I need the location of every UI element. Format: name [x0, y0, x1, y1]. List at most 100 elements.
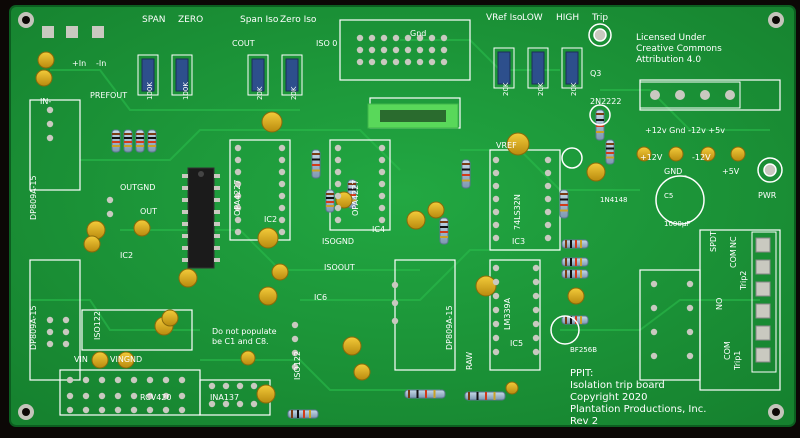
pad — [368, 58, 376, 66]
pad — [291, 349, 299, 357]
pad — [650, 328, 658, 336]
ic-pin — [182, 174, 188, 178]
relay-pad — [755, 303, 771, 319]
ic-dip — [182, 167, 220, 269]
pad — [544, 182, 552, 190]
capacitor — [353, 363, 371, 381]
pad — [146, 392, 154, 400]
label-p5v: +5V — [722, 167, 740, 176]
pad — [278, 144, 286, 152]
pad — [46, 134, 54, 142]
pad — [178, 406, 186, 414]
terminal-pad — [66, 26, 78, 38]
pad — [404, 34, 412, 42]
pad — [250, 382, 258, 390]
trimpot-body — [285, 58, 299, 92]
pad — [114, 376, 122, 384]
round-outlines — [550, 23, 783, 345]
pad — [544, 234, 552, 242]
resistor-band — [606, 143, 614, 145]
pad — [368, 34, 376, 42]
resistor-band — [580, 240, 582, 248]
pot-label-high: 20K — [570, 82, 578, 96]
capacitor — [178, 268, 198, 288]
resistor-band — [606, 156, 614, 159]
label-cout: COUT — [232, 39, 255, 48]
pad — [250, 400, 258, 408]
resistor-band — [560, 209, 568, 212]
label-zero: ZERO — [178, 15, 203, 25]
label-in-underscore: IN- — [40, 97, 51, 106]
pad — [234, 204, 242, 212]
pad — [234, 144, 242, 152]
pad — [650, 280, 658, 288]
label-iso122-a: ISO122 — [93, 311, 102, 340]
label-trip1: Trip1 — [733, 351, 742, 371]
resistor-band — [291, 410, 293, 418]
pad — [278, 216, 286, 224]
pad — [380, 46, 388, 54]
pad — [378, 168, 386, 176]
resistor-band — [462, 168, 470, 171]
capacitor — [342, 336, 362, 356]
capacitor — [117, 351, 135, 369]
ic-pin — [214, 198, 220, 202]
label-bf256b: BF256B — [570, 346, 597, 354]
ic-pin — [214, 210, 220, 214]
resistor-band — [297, 410, 299, 418]
resistor-band — [606, 147, 614, 150]
resistor-band — [136, 137, 144, 139]
label-outgnd: OUTGND — [120, 183, 155, 192]
label-line2: Copyright 2020 — [570, 392, 648, 403]
resistor-band — [312, 169, 320, 172]
resistor-band — [462, 174, 470, 176]
resistor-band — [348, 188, 356, 191]
pad — [278, 156, 286, 164]
label-gnd: Gnd — [410, 29, 426, 38]
terminal-pad — [42, 26, 54, 38]
label-no: NO — [715, 298, 724, 310]
capacitor — [271, 263, 289, 281]
pad — [234, 228, 242, 236]
pot-value-labels: 100K 100K 20K 20K 20K 20K 20K — [146, 82, 578, 100]
resistor-band — [580, 270, 582, 278]
resistor-band — [136, 145, 144, 147]
label-span: SPAN — [142, 15, 165, 25]
resistor-band — [416, 390, 419, 398]
pad — [98, 392, 106, 400]
label-zero-iso: Zero Iso — [280, 15, 317, 25]
pad — [532, 334, 540, 342]
pad — [492, 169, 500, 177]
pot-label-zero-iso: 20K — [290, 86, 298, 100]
trimpot-outline — [137, 54, 159, 96]
pad — [440, 58, 448, 66]
capacitor — [700, 146, 716, 162]
label-rails: +12v Gnd -12v +5v — [645, 126, 725, 135]
pad — [440, 34, 448, 42]
pad — [544, 195, 552, 203]
ic-pin — [214, 174, 220, 178]
highlight-component — [367, 103, 459, 129]
pad — [686, 328, 694, 336]
resistor-band — [112, 141, 120, 143]
empty-footprints — [46, 34, 694, 414]
resistor-band — [312, 153, 320, 155]
pad — [62, 328, 70, 336]
resistor-band — [476, 392, 479, 400]
label-74ls32: 74LS32N — [513, 194, 522, 230]
pad — [416, 34, 424, 42]
resistor-band — [596, 131, 604, 133]
label-line4: Rev 2 — [570, 416, 598, 427]
pad — [428, 46, 436, 54]
pad — [82, 392, 90, 400]
pad — [334, 192, 342, 200]
pad — [391, 281, 399, 289]
trimpot-outline — [561, 47, 583, 89]
trimpot-body — [141, 58, 155, 92]
pad — [62, 316, 70, 324]
pad — [130, 392, 138, 400]
pad — [392, 58, 400, 66]
label-ic4: IC4 — [372, 225, 385, 234]
